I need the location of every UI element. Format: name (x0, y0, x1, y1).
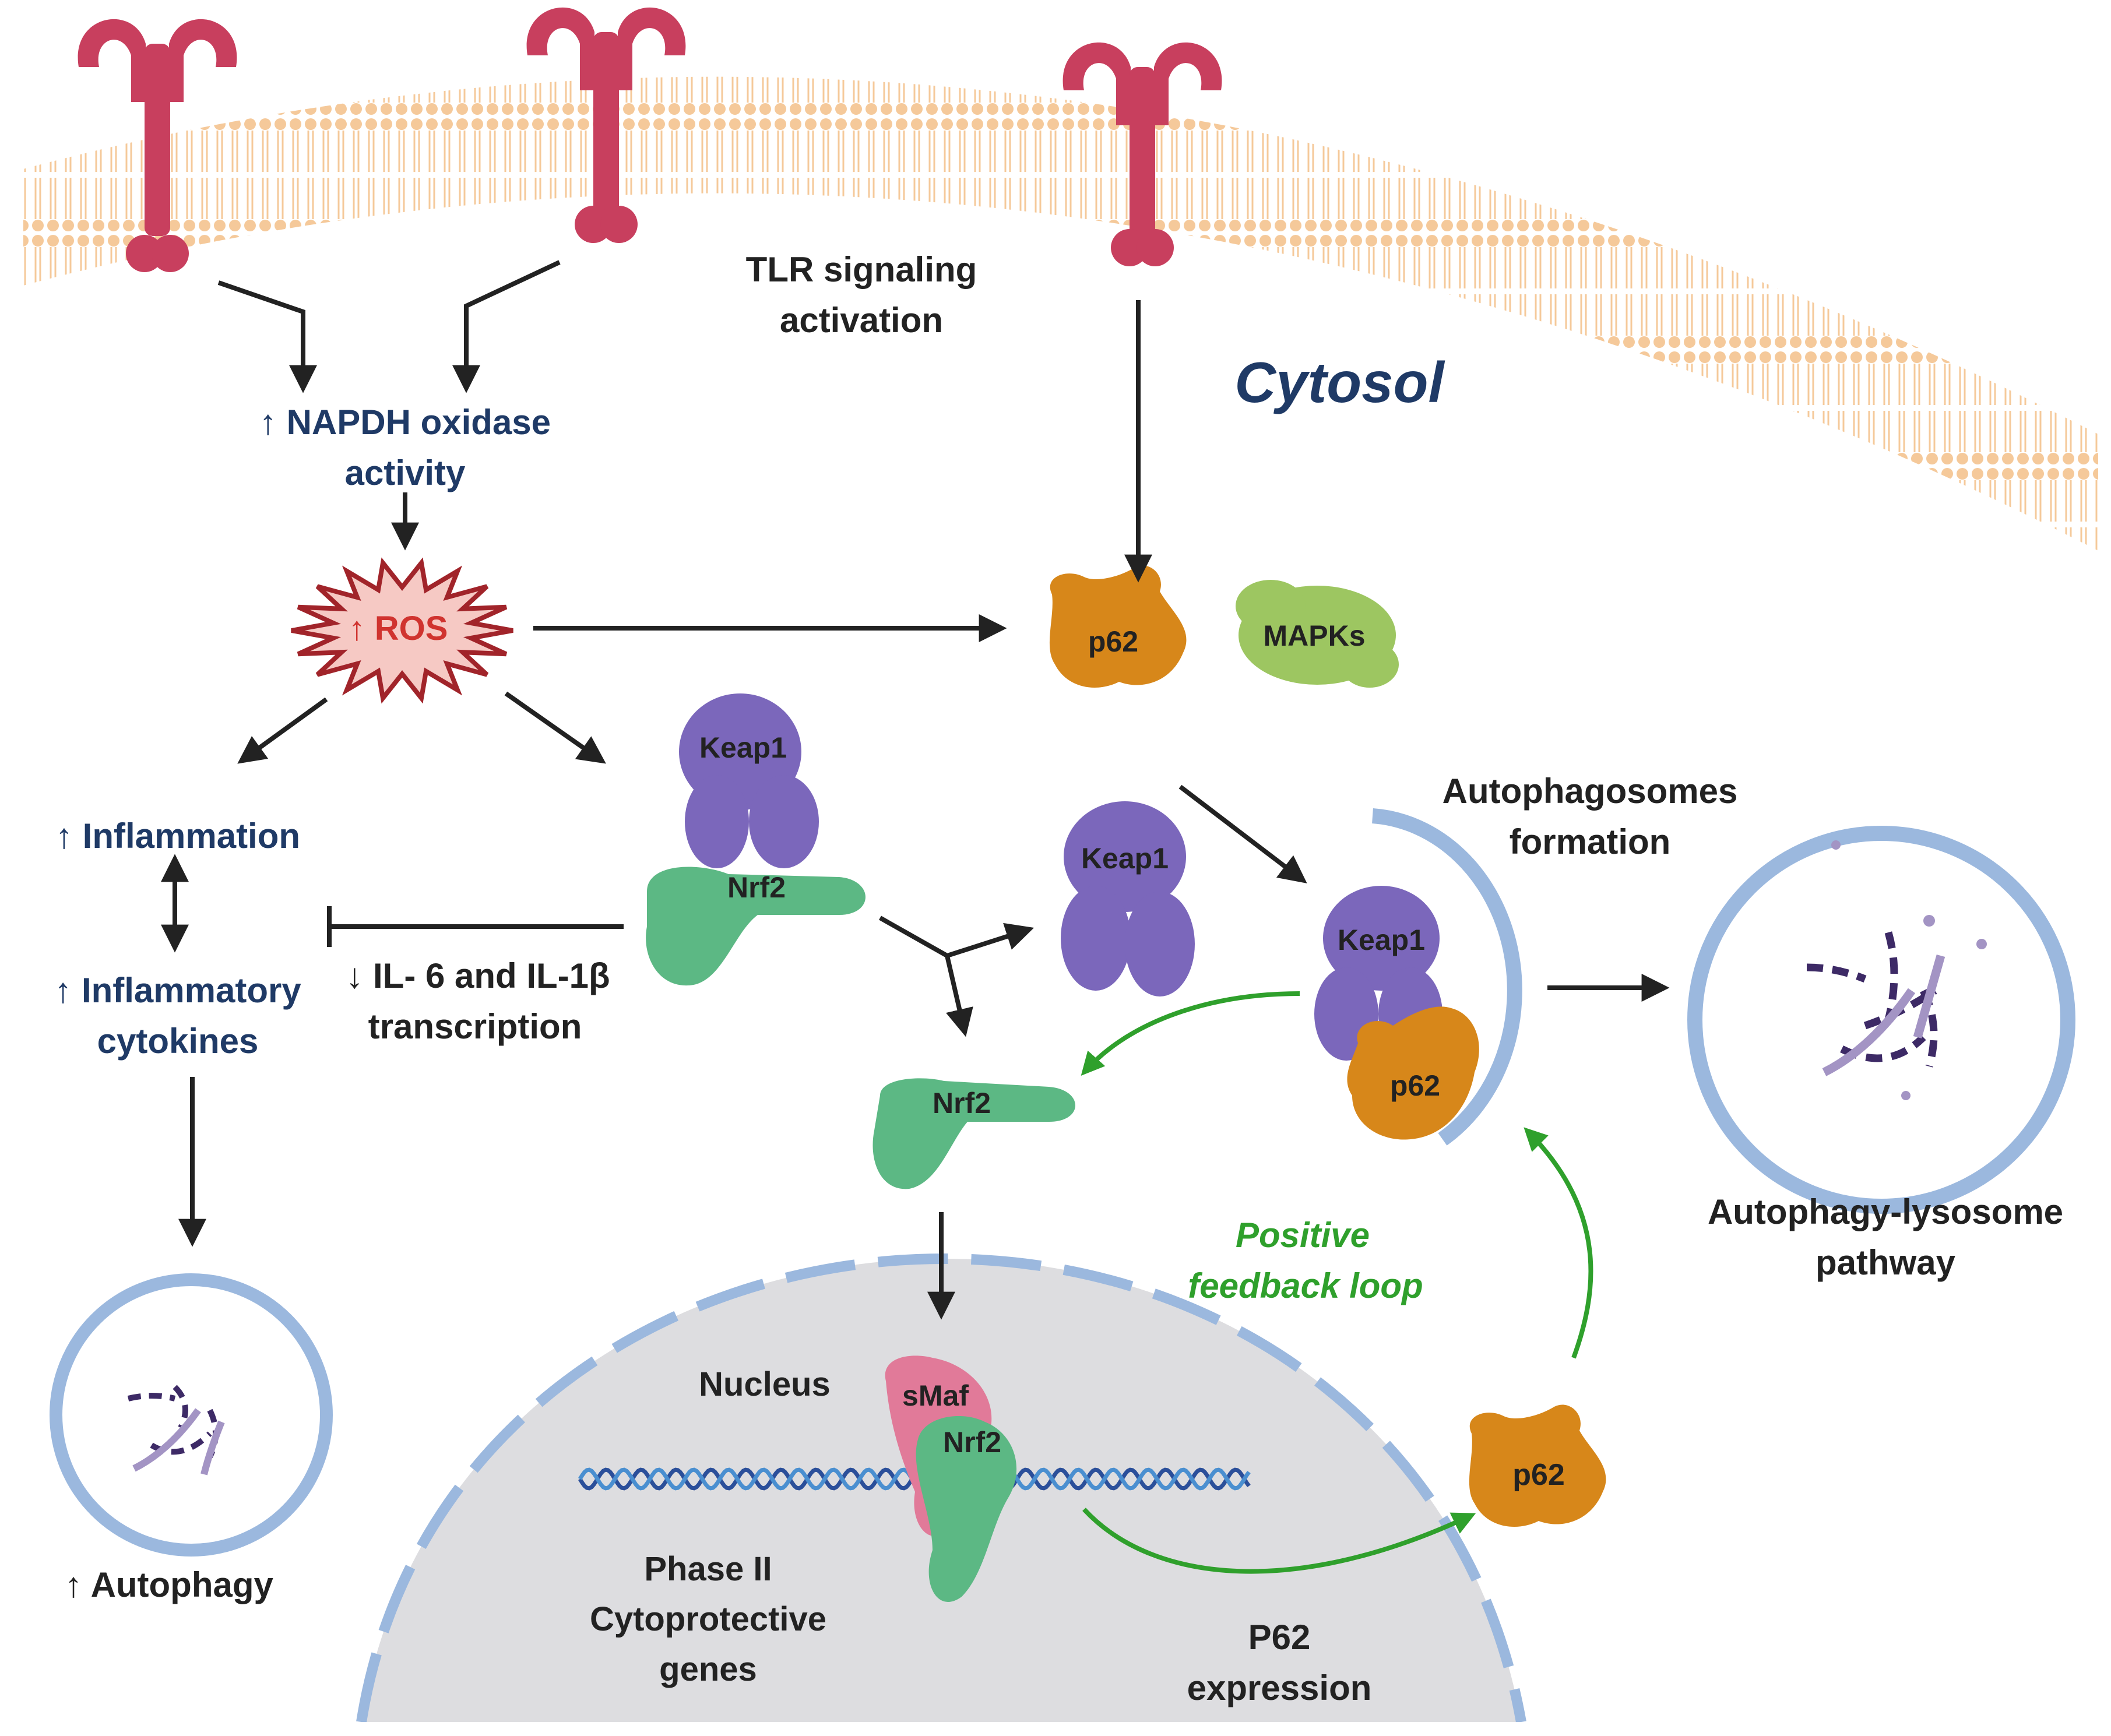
smaf-nrf2-complex (885, 1355, 1017, 1602)
p62-auto-label: p62 (1390, 1069, 1440, 1102)
ros-burst (291, 557, 513, 704)
lysosome-label-line2: pathway (1816, 1243, 1956, 1282)
p62-top-protein (1049, 565, 1187, 688)
arrow-p62-to-autophagosome (1524, 1127, 1593, 1359)
tlr-label-line1: TLR signaling (746, 250, 977, 289)
green-arrows (1081, 991, 1593, 1574)
p62-expr-label-line1: P62 (1248, 1618, 1311, 1657)
mapks-label: MAPKs (1263, 619, 1365, 652)
lysosome-label-line1: Autophagy-lysosome (1708, 1192, 2063, 1231)
keap1-nrf2-complex (646, 693, 865, 986)
keap1-a-label: Keap1 (699, 731, 787, 764)
keap1-p62-complex (1314, 886, 1479, 1140)
p62-top-label: p62 (1088, 625, 1138, 658)
receptor-1 (78, 19, 237, 272)
nrf2-nuc-label: Nrf2 (943, 1426, 1001, 1459)
receptor-3 (1062, 42, 1222, 266)
ros-label: ↑ ROS (349, 610, 448, 647)
autophagosome-label-line1: Autophagosomes (1442, 772, 1738, 811)
p62-bottom-protein (1469, 1404, 1606, 1527)
cytokines-label-line1: ↑ Inflammatory (54, 971, 301, 1010)
cell-membrane (23, 76, 2098, 551)
cytokines-label-line2: cytokines (97, 1022, 259, 1061)
tlr-label-line2: activation (780, 301, 943, 340)
napdh-label-line1: ↑ NAPDH oxidase (259, 403, 551, 442)
keap1-b-label: Keap1 (1081, 842, 1169, 875)
napdh-label-line2: activity (345, 453, 466, 492)
keap1-c-label: Keap1 (1338, 924, 1425, 956)
phase-label-line2: Cytoprotective (590, 1600, 826, 1638)
arrow-split-to-keap1 (879, 915, 1035, 959)
mapks-protein (1236, 580, 1399, 688)
p62-bottom-label: p62 (1512, 1458, 1565, 1492)
arrow-complex-to-keap1-autophagosome (1178, 784, 1307, 883)
autophagosome-label-line2: formation (1510, 822, 1671, 861)
receptor-2 (526, 7, 686, 243)
text-labels: TLR signaling activation Cytosol ↑ NAPDH… (54, 250, 2063, 1707)
phase-label-line3: genes (659, 1650, 757, 1688)
inhibition-bar (327, 906, 624, 947)
phase-label-line1: Phase II (644, 1550, 772, 1588)
arrow-split-to-nrf2 (945, 955, 973, 1037)
feedback-label-line2: feedback loop (1188, 1266, 1423, 1305)
nrf2-a-label: Nrf2 (727, 871, 786, 904)
arrow-receptor2-to-napdh (452, 260, 561, 393)
nrf2-b-label: Nrf2 (933, 1087, 991, 1119)
il-label-line1: ↓ IL- 6 and IL-1β (346, 956, 610, 995)
p62-expr-label-line2: expression (1187, 1668, 1372, 1707)
il-label-line2: transcription (368, 1007, 582, 1046)
feedback-label-line1: Positive (1236, 1216, 1370, 1255)
arrow-receptor1-to-napdh (217, 280, 317, 393)
nucleus-label: Nucleus (699, 1365, 831, 1403)
lysosome-vesicle (1687, 826, 2075, 1214)
inflammation-label: ↑ Inflammation (55, 816, 300, 855)
smaf-label: sMaf (902, 1379, 969, 1412)
cytosol-label: Cytosol (1234, 350, 1445, 414)
black-arrows (161, 260, 1670, 1320)
arrow-feedback-to-nrf2 (1081, 991, 1300, 1076)
arrow-ros-to-inflammation (237, 697, 328, 764)
keap1-free (1061, 801, 1195, 996)
arrow-ros-to-keap1 (504, 691, 606, 764)
nrf2-free (872, 1078, 1075, 1189)
autophagy-vesicle (50, 1273, 333, 1557)
autophagosome-membrane (1372, 808, 1522, 1146)
autophagy-label: ↑ Autophagy (65, 1565, 273, 1604)
arrow-gene-to-p62 (1082, 1508, 1476, 1574)
